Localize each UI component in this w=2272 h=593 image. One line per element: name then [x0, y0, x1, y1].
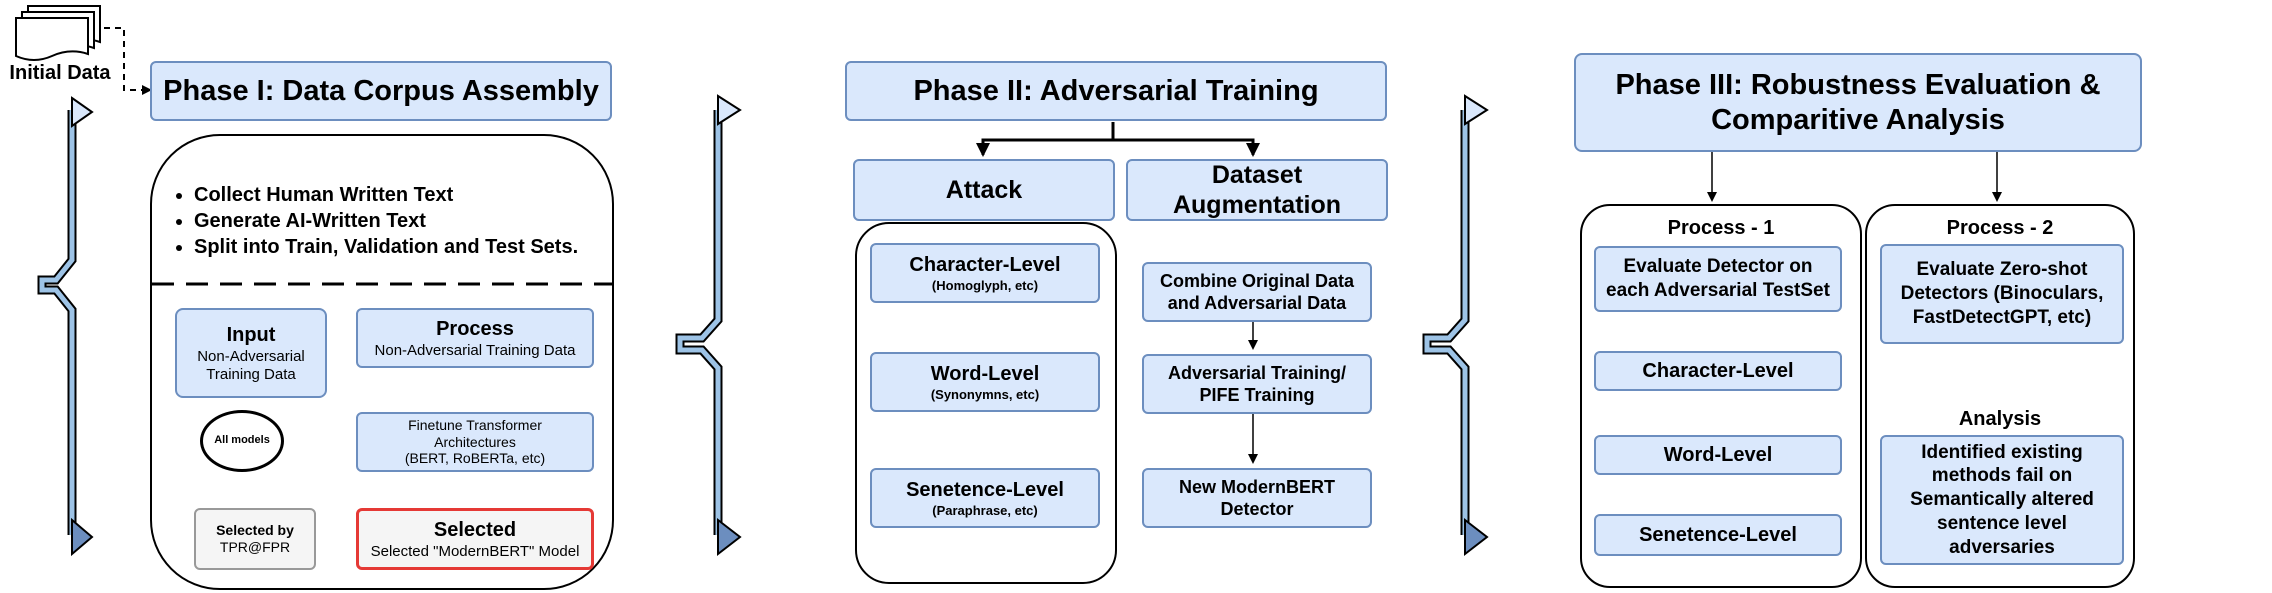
process2-title: Process - 2 [1946, 217, 2054, 239]
finding-box: Identified existing methods fail on Sema… [1880, 435, 2124, 565]
new-modernbert-box: New ModernBERT Detector [1142, 468, 1372, 528]
analysis-title: Analysis [1958, 408, 2042, 430]
input-box: Input Non-Adversarial Training Data [175, 308, 327, 398]
evaluate-zero-shot-box: Evaluate Zero-shot Detectors (Binoculars… [1880, 244, 2124, 344]
phase1-bracket-icon [37, 96, 94, 557]
sentence-level-attack: Senetence-Level (Paraphrase, etc) [870, 468, 1100, 528]
adversarial-training-box: Adversarial Training/ PIFE Training [1142, 354, 1372, 414]
word-level-eval: Word-Level [1594, 435, 1842, 475]
bullet-item: Generate AI-Written Text [194, 208, 578, 234]
all-models-node: All models [200, 410, 284, 472]
evaluate-detector-box: Evaluate Detector on each Adversarial Te… [1594, 246, 1842, 312]
bullet-item: Collect Human Written Text [194, 182, 578, 208]
phase1-title: Phase I: Data Corpus Assembly [150, 61, 612, 121]
word-level-attack: Word-Level (Synonymns, etc) [870, 352, 1100, 412]
phase2-bracket-icon [675, 94, 742, 557]
input-title: Input [226, 323, 276, 346]
process1-title: Process - 1 [1667, 217, 1775, 239]
augmentation-header: Dataset Augmentation [1126, 159, 1388, 221]
finetune-box: Finetune Transformer Architectures (BERT… [356, 412, 594, 472]
phase3-bracket-icon [1422, 94, 1489, 557]
selected-by-box: Selected by TPR@FPR [194, 508, 316, 570]
attack-header: Attack [853, 159, 1115, 221]
process-box: Process Non-Adversarial Training Data [356, 308, 594, 368]
phase1-bullet-list: Collect Human Written Text Generate AI-W… [170, 182, 578, 260]
combine-data-box: Combine Original Data and Adversarial Da… [1142, 262, 1372, 322]
initial-data-label: Initial Data [9, 62, 111, 84]
phase3-title: Phase III: Robustness Evaluation & Compa… [1574, 53, 2142, 152]
selected-title: Selected [433, 518, 517, 541]
process-title: Process [436, 317, 514, 340]
sentence-level-eval: Senetence-Level [1594, 514, 1842, 556]
bullet-item: Split into Train, Validation and Test Se… [194, 234, 578, 260]
character-level-eval: Character-Level [1594, 351, 1842, 391]
documents-icon [15, 5, 101, 61]
selected-model-box: Selected Selected "ModernBERT" Model [356, 508, 594, 570]
character-level-attack: Character-Level (Homoglyph, etc) [870, 243, 1100, 303]
phase2-title: Phase II: Adversarial Training [845, 61, 1387, 121]
